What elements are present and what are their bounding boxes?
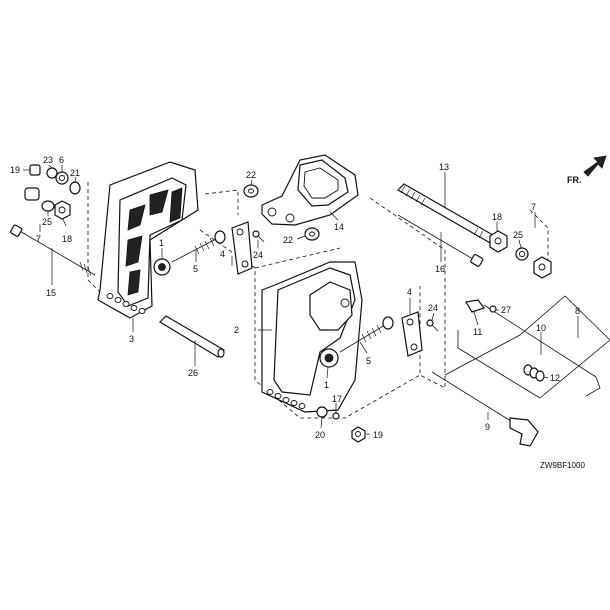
part-19-nut-lower (24, 187, 40, 201)
part-24-pin-right (426, 319, 439, 332)
callout-6: 6 (59, 155, 64, 165)
callout-14: 14 (334, 222, 344, 232)
callout-17: 17 (332, 394, 342, 404)
callout-20: 20 (315, 430, 325, 440)
callout-8: 8 (575, 306, 580, 316)
callout-19-bottom: 19 (373, 430, 383, 440)
callout-4-left: 4 (220, 249, 225, 259)
callout-26: 26 (188, 368, 198, 378)
part-26-tilt-tube (159, 315, 225, 358)
callout-15: 15 (46, 288, 56, 298)
part-1-washer-left (153, 258, 171, 276)
callout-7-right: 7 (531, 202, 536, 212)
callout-24-left: 24 (253, 250, 263, 260)
part-2-stern-bracket-right (261, 261, 363, 413)
callout-13: 13 (439, 162, 449, 172)
callout-7: 7 (36, 234, 41, 244)
part-22-washers (243, 184, 320, 241)
fr-label: FR. (567, 175, 582, 185)
part-23-washer (46, 167, 58, 179)
part-13-tilt-shaft (397, 183, 499, 245)
callout-2: 2 (234, 325, 239, 335)
callout-12: 12 (550, 373, 560, 383)
front-direction-indicator: FR. (567, 155, 607, 185)
part-27-pin (489, 305, 497, 313)
callout-3: 3 (129, 334, 134, 344)
callout-5-right: 5 (366, 356, 371, 366)
callout-11: 11 (473, 327, 482, 337)
callout-27: 27 (501, 305, 511, 315)
leader-lines (23, 164, 579, 435)
callout-25-right: 25 (513, 230, 523, 240)
right-shaft-hardware (489, 230, 552, 279)
part-20-washer (316, 406, 328, 418)
callout-21: 21 (70, 168, 80, 178)
callout-9: 9 (485, 422, 490, 432)
part-3-stern-bracket-left (97, 161, 199, 319)
part-16-bolt (397, 214, 484, 267)
drawing-code: ZW9BF1000 (540, 461, 585, 470)
callout-labels: 19 23 6 21 25 18 7 15 3 1 5 4 22 24 22 1… (10, 155, 580, 440)
callout-4-right: 4 (407, 287, 412, 297)
part-15-through-bolt (9, 224, 96, 277)
callout-22-top: 22 (246, 170, 256, 180)
part-25-washer (41, 200, 55, 212)
part-21-washer (69, 181, 81, 195)
callout-19: 19 (10, 165, 20, 175)
part-17-washer (332, 412, 340, 420)
part-10-tilt-lever-rod (483, 304, 601, 397)
part-9-tilt-rod (431, 371, 539, 447)
callout-1-right: 1 (324, 380, 329, 390)
callout-5-left: 5 (193, 264, 198, 274)
part-4-lever-left (231, 221, 253, 275)
part-12-spring (523, 364, 545, 382)
part-19-nut (29, 164, 41, 176)
callout-23: 23 (43, 155, 53, 165)
part-5-adjust-bolt-left (171, 230, 226, 263)
part-14-swivel-case (261, 154, 359, 226)
callout-22-lower: 22 (283, 235, 293, 245)
part-4-lever-right (401, 311, 423, 357)
front-arrow-icon (583, 155, 607, 177)
callout-18: 18 (62, 234, 72, 244)
callout-18-right: 18 (492, 212, 502, 222)
callout-1-left: 1 (159, 238, 164, 248)
callout-10: 10 (536, 323, 546, 333)
callout-25: 25 (42, 217, 52, 227)
callout-16: 16 (435, 264, 445, 274)
part-1-washer-right (319, 348, 339, 368)
part-24-pin-left (252, 230, 265, 243)
part-11-clip (465, 299, 485, 313)
callout-24-right: 24 (428, 303, 438, 313)
part-5-adjust-bolt-right (339, 316, 394, 353)
